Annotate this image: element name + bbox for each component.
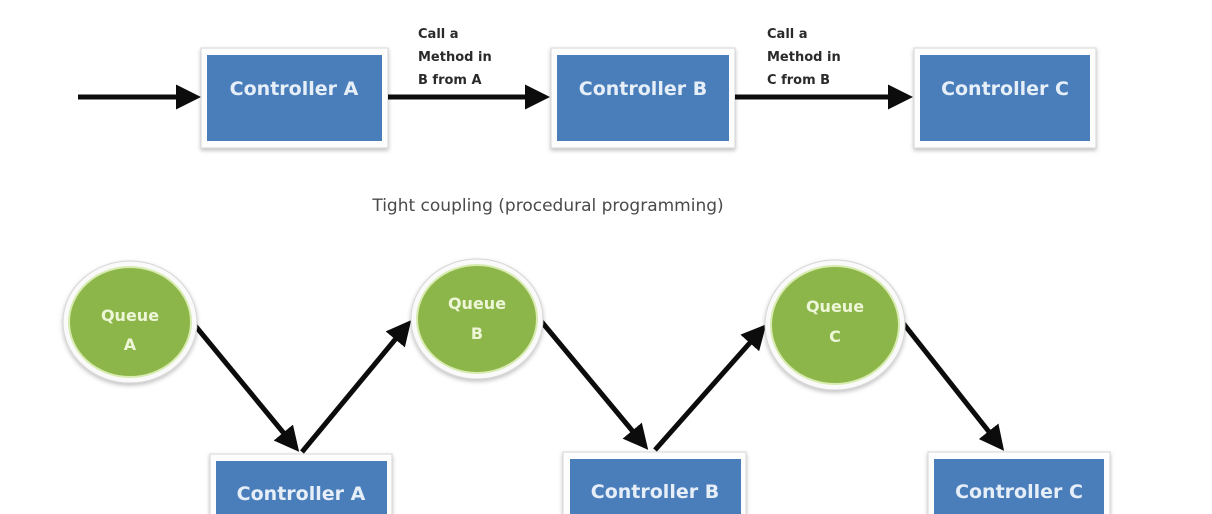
queue-a: Queue A [62,260,198,384]
loose-controller-c: Controller C [927,451,1111,514]
loose-controller-c-label: Controller C [955,481,1083,503]
tight-controller-a-label: Controller A [230,78,359,100]
svg-text:B from A: B from A [418,73,482,88]
tight-controller-b-label: Controller B [579,78,707,100]
tight-controller-b: Controller B [550,47,736,149]
svg-text:Method in: Method in [418,50,492,65]
svg-text:Call a: Call a [418,27,459,42]
queue-b: Queue B [410,258,544,380]
edge-a-to-b-label: Call a Method in B from A [418,27,492,88]
loose-controller-b-label: Controller B [591,481,719,503]
svg-text:Queue: Queue [806,297,864,316]
loose-controller-a-label: Controller A [237,483,366,505]
svg-text:C from B: C from B [767,73,830,88]
svg-text:A: A [124,335,137,354]
edge-b-to-c-label: Call a Method in C from B [767,27,841,88]
edge-queue-c-to-controller-c [901,321,1005,451]
queue-c: Queue C [764,259,906,391]
svg-text:Method in: Method in [767,50,841,65]
loose-coupling-section: Queue A Queue B Queue C Controller A Con… [62,258,1111,514]
edge-queue-b-to-controller-b [539,319,649,450]
edge-controller-b-to-queue-c [653,324,767,452]
svg-text:C: C [829,327,841,346]
tight-coupling-caption: Tight coupling (procedural programming) [371,196,723,216]
tight-controller-c-label: Controller C [941,78,1069,100]
svg-text:Queue: Queue [448,294,506,313]
svg-text:Queue: Queue [101,306,159,325]
loose-controller-a: Controller A [209,453,393,514]
svg-text:Call a: Call a [767,27,808,42]
tight-controller-c: Controller C [913,47,1097,149]
svg-text:B: B [471,324,483,343]
edge-queue-a-to-controller-a [191,321,300,452]
loose-controller-b: Controller B [562,451,747,514]
edge-controller-a-to-queue-b [300,320,412,454]
tight-controller-a: Controller A [200,47,389,149]
tight-coupling-section: Controller A Call a Method in B from A C… [78,27,1097,216]
